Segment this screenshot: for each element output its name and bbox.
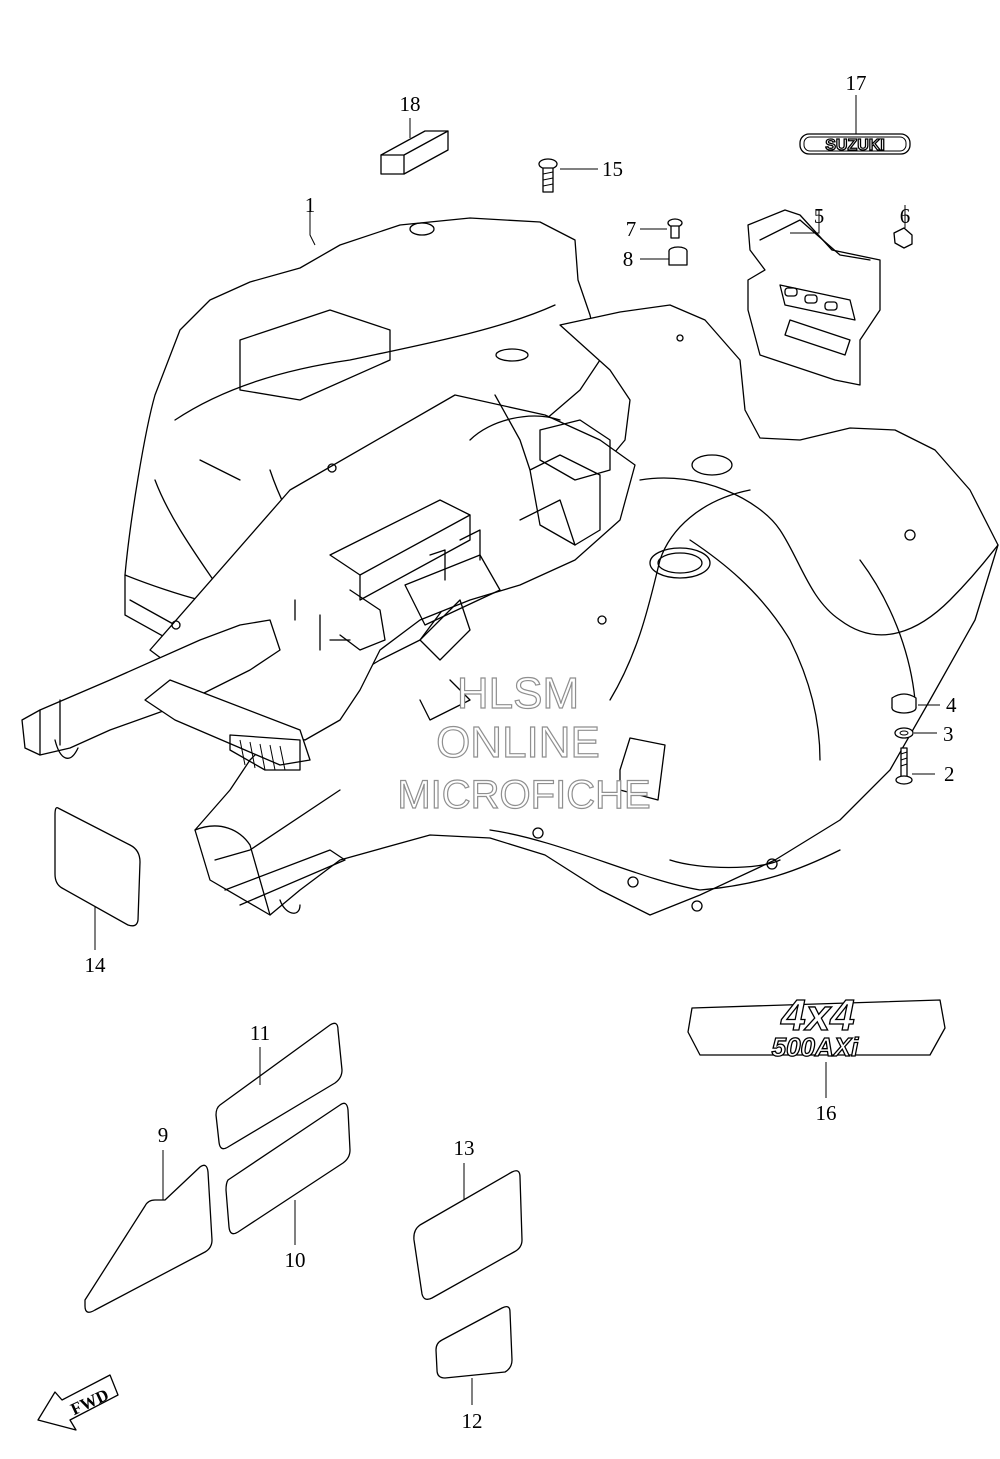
grommet-part-4 <box>891 693 940 714</box>
callout-5: 5 <box>814 204 825 228</box>
callout-6: 6 <box>900 204 911 228</box>
callout-4: 4 <box>946 693 957 717</box>
nut-part-8 <box>640 246 688 266</box>
callout-2: 2 <box>944 762 955 786</box>
callout-15: 15 <box>602 157 623 181</box>
model-emblem-part-16: 4x4 500AXi <box>687 990 946 1098</box>
model-emblem-bottom-text: 500AXi <box>772 1032 859 1062</box>
label-part-9 <box>84 1150 213 1313</box>
suzuki-emblem-text: SUZUKI <box>825 137 885 154</box>
callout-numbers: 1 2 3 4 5 6 7 8 9 10 11 12 13 14 15 16 1… <box>85 71 958 1433</box>
callout-8: 8 <box>623 247 634 271</box>
label-part-12 <box>435 1306 513 1405</box>
callout-14: 14 <box>85 953 107 977</box>
bolt-part-2 <box>895 747 935 785</box>
callout-11: 11 <box>250 1021 270 1045</box>
callout-13: 13 <box>454 1136 475 1160</box>
callout-1: 1 <box>305 193 316 217</box>
callout-10: 10 <box>285 1248 306 1272</box>
watermark-line-3: MICROFICHE <box>397 773 650 817</box>
callout-3: 3 <box>943 722 954 746</box>
label-part-10 <box>225 1102 351 1245</box>
pad-part-18 <box>380 118 449 175</box>
label-part-11 <box>215 1022 343 1150</box>
watermark-line-1: HLSM <box>457 669 579 718</box>
clip-part-6 <box>893 205 913 249</box>
suzuki-emblem-part-17: SUZUKI <box>799 95 911 155</box>
rear-fender-part-1 <box>21 217 999 916</box>
screw-part-7 <box>640 218 683 239</box>
callout-18: 18 <box>400 92 421 116</box>
label-part-14 <box>54 807 141 950</box>
callout-17: 17 <box>846 71 867 95</box>
callout-7: 7 <box>626 217 637 241</box>
label-part-13 <box>413 1163 523 1300</box>
forward-direction-arrow: FWD <box>37 1374 119 1431</box>
callout-12: 12 <box>462 1409 483 1433</box>
collar-part-3 <box>894 727 937 739</box>
bracket-part-5 <box>747 209 881 386</box>
callout-9: 9 <box>158 1123 169 1147</box>
mounting-holes <box>171 222 916 912</box>
model-emblem-top-text: 4x4 <box>780 991 854 1040</box>
watermark: HLSM ONLINE MICROFICHE <box>397 668 652 817</box>
callout-16: 16 <box>816 1101 837 1125</box>
bolt-part-15 <box>538 158 598 193</box>
watermark-line-2: ONLINE <box>436 718 600 767</box>
